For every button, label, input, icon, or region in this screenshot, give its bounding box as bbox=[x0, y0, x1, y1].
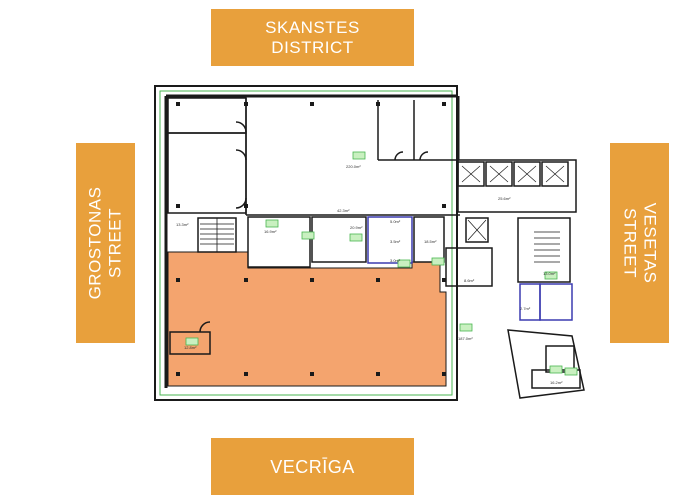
room-label: 12.8m² bbox=[184, 345, 197, 350]
right-rooms bbox=[507, 217, 585, 399]
vecriga-text: VECRĪGA bbox=[270, 456, 355, 477]
upper-rooms bbox=[167, 97, 460, 268]
vesetas-street-label: VESETAS STREET bbox=[610, 143, 669, 343]
skanstes-district-text: SKANSTES DISTRICT bbox=[265, 17, 360, 57]
highlighted-area bbox=[167, 251, 447, 387]
room-tags bbox=[185, 151, 578, 376]
room-label: 42.3m² bbox=[337, 208, 350, 213]
room-label: 2.7m² bbox=[520, 306, 531, 311]
room-label: 3.0m² bbox=[390, 258, 401, 263]
room-label: 5.0m² bbox=[390, 219, 401, 224]
skanstes-district-label: SKANSTES DISTRICT bbox=[211, 9, 414, 66]
room-label: 13.3m² bbox=[176, 222, 189, 227]
room-label: 13.0m² bbox=[543, 271, 556, 276]
structural-columns bbox=[176, 102, 446, 376]
corner-office bbox=[169, 321, 211, 355]
room-label: 20.9m² bbox=[350, 225, 363, 230]
room-label: 220.0m² bbox=[346, 164, 361, 169]
room-area-labels: 220.0m² 42.3m² 25.6m² 13.3m² 16.9m² 20.9… bbox=[176, 164, 563, 385]
room-label: 8.6m² bbox=[464, 278, 475, 283]
room-label: 3.5m² bbox=[390, 239, 401, 244]
vecriga-label: VECRĪGA bbox=[211, 438, 414, 495]
left-staircase bbox=[197, 217, 237, 253]
room-label: 16.9m² bbox=[264, 229, 277, 234]
room-label: 25.6m² bbox=[498, 196, 511, 201]
building-outline bbox=[154, 85, 460, 401]
room-label: 187.0m² bbox=[458, 336, 473, 341]
grostonas-street-label: GROSTONAS STREET bbox=[76, 143, 135, 343]
room-label: 18.5m² bbox=[424, 239, 437, 244]
elevator-core bbox=[445, 159, 577, 287]
room-label: 16.2m² bbox=[550, 380, 563, 385]
